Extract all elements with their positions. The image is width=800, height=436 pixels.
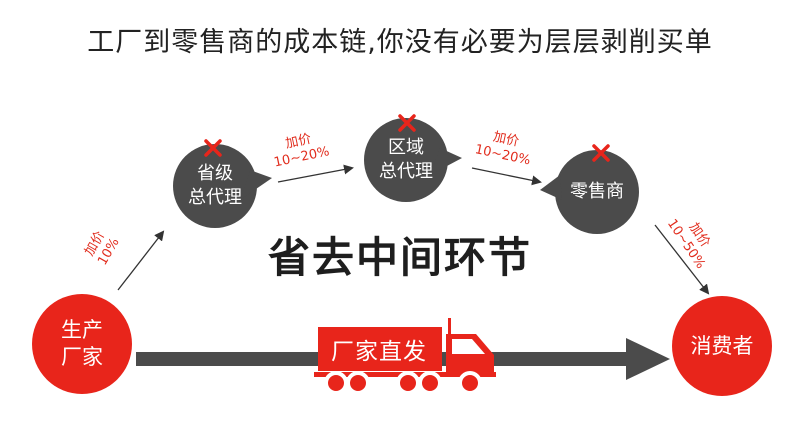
bubble-provincial-agent	[173, 144, 272, 228]
node-retailer: 零售商	[570, 181, 624, 202]
arrow-provincial-to-regional	[277, 164, 354, 183]
page-title: 工厂到零售商的成本链,你没有必要为层层剥削买单	[87, 27, 713, 58]
circle-consumer	[672, 296, 772, 396]
bubble-regional-agent	[364, 118, 462, 202]
slogan: 省去中间环节	[267, 233, 532, 282]
cross-icon	[398, 114, 416, 132]
arrow-retailer-to-consumer	[654, 224, 710, 295]
node-producer: 生产 厂家	[61, 318, 103, 369]
cross-icon	[204, 139, 222, 157]
node-consumer: 消费者	[690, 333, 754, 358]
arrow-regional-to-retailer	[471, 167, 542, 186]
truck-icon	[314, 318, 496, 395]
truck-label: 厂家直发	[331, 339, 427, 365]
arrow-producer-to-provincial	[117, 230, 165, 291]
bubble-retailer	[540, 150, 639, 234]
circle-producer	[32, 294, 132, 394]
cross-icon	[592, 144, 610, 162]
node-regional-agent: 区域 总代理	[379, 137, 433, 182]
node-provincial-agent: 省级 总代理	[188, 163, 242, 208]
